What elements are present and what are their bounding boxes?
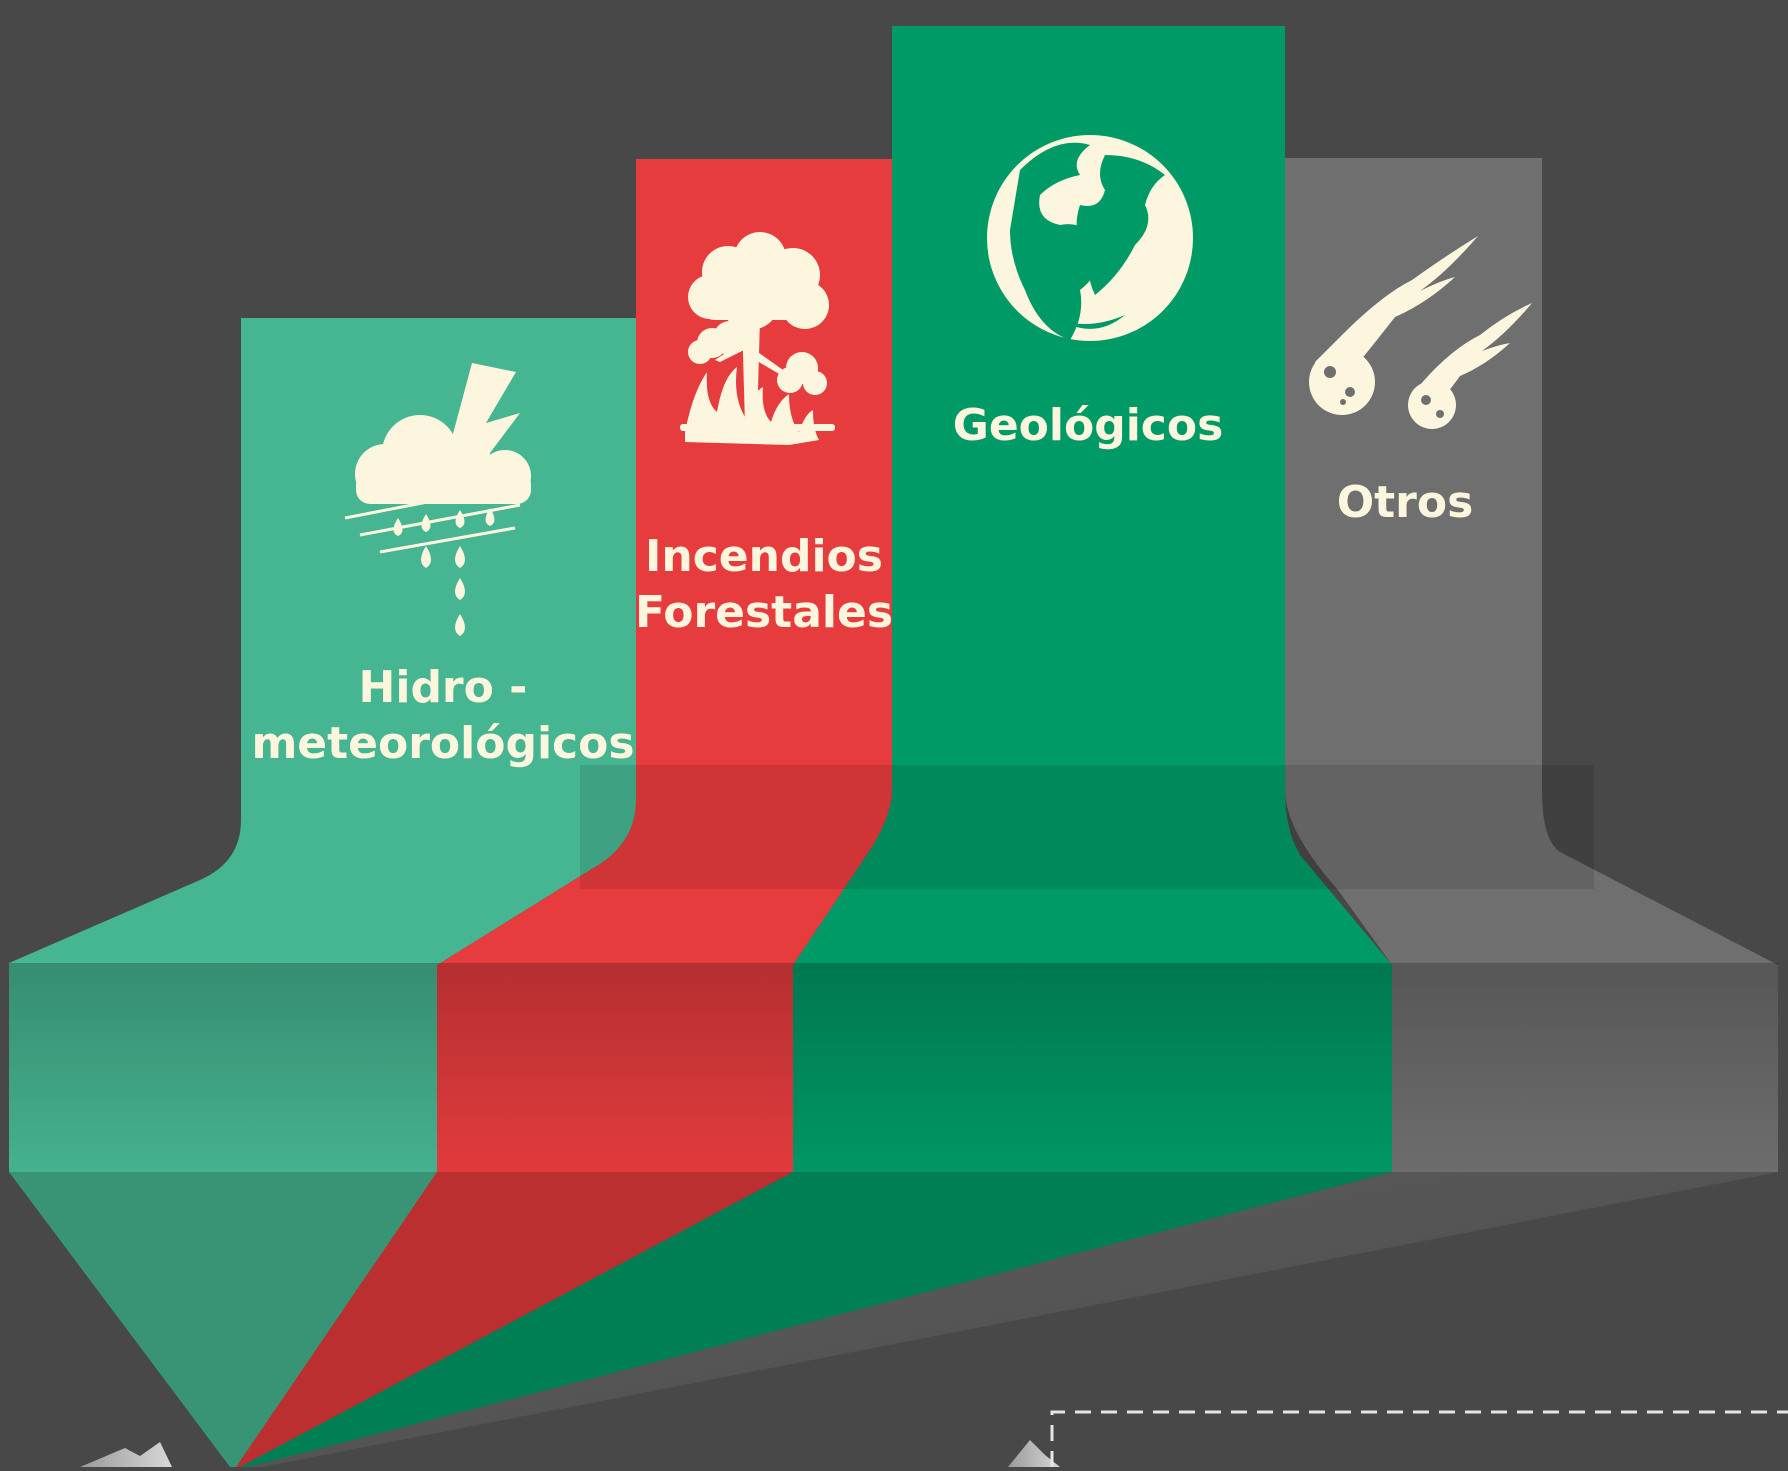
column-hidro-body <box>9 318 636 1172</box>
column-geologicos-funnel <box>236 1172 1392 1467</box>
column-incendios-funnel <box>230 1172 793 1467</box>
meteorites-icon <box>1309 236 1532 429</box>
earth-globe-icon <box>987 135 1193 341</box>
mountain-icon-left <box>80 1442 172 1467</box>
column-otros-body <box>1285 158 1778 1172</box>
mountain-icon-right <box>1008 1440 1060 1467</box>
column-geologicos <box>236 26 1392 1467</box>
funnel-front-band-shade <box>9 963 1778 1172</box>
label-otros: Otros <box>1337 477 1474 528</box>
dashed-connector-line <box>1050 1410 1788 1467</box>
label-hidro-line2: meteorológicos <box>251 718 634 769</box>
forest-fire-icon <box>680 232 835 445</box>
column-otros-funnel <box>236 1172 1778 1467</box>
column-hidro <box>9 318 636 1467</box>
label-incendios-line2: Forestales <box>635 587 893 638</box>
column-geologicos-body <box>793 26 1392 1172</box>
column-hidro-funnel <box>9 1172 437 1467</box>
column-otros <box>236 158 1778 1467</box>
storm-cloud-icon <box>344 363 531 636</box>
translucent-overlay-panel <box>580 765 1594 889</box>
label-incendios-line1: Incendios <box>645 531 883 582</box>
label-geologicos: Geológicos <box>953 400 1224 451</box>
label-hidro-line1: Hidro - <box>359 662 528 713</box>
